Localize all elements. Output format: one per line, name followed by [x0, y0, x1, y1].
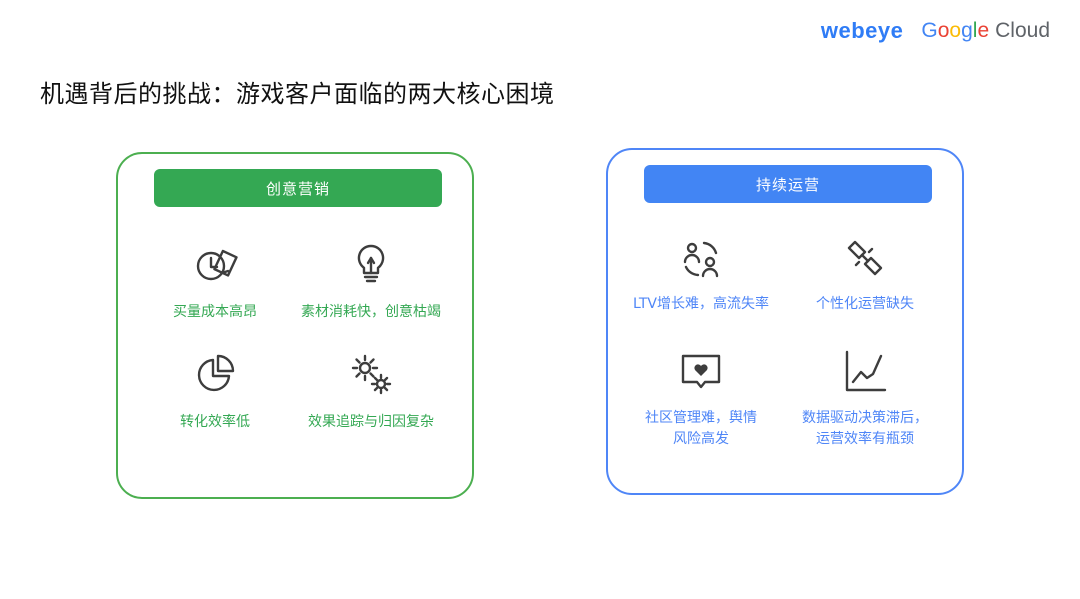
- logo-bar: webeye Google Cloud: [821, 18, 1050, 44]
- item-creative-exhaustion: 素材消耗快，创意枯竭: [291, 240, 451, 322]
- continuous-operations-panel: 持续运营 LTV增长难，高流失率 个性化运营缺失: [606, 148, 964, 495]
- clock-money-icon: [191, 240, 239, 288]
- item-label-line2: 运营效率有瓶颈: [816, 431, 914, 447]
- creative-marketing-header: 创意营销: [154, 169, 442, 207]
- google-logo-text: Google: [921, 19, 990, 42]
- item-label: 买量成本高昂: [173, 304, 257, 320]
- broken-link-icon: [841, 234, 889, 282]
- item-label: 数据驱动决策滞后， 运营效率有瓶颈: [785, 408, 945, 450]
- line-chart-icon: [841, 348, 889, 396]
- google-cloud-logo: Google Cloud: [921, 19, 1050, 43]
- item-ltv-growth: LTV增长难，高流失率: [621, 234, 781, 314]
- item-low-conversion: 转化效率低: [135, 350, 295, 432]
- item-personalization-missing: 个性化运营缺失: [785, 234, 945, 314]
- users-cycle-icon: [677, 234, 725, 282]
- item-label-line1: 数据驱动决策滞后，: [802, 410, 928, 426]
- chat-heart-icon: [677, 348, 725, 396]
- item-label-line1: 社区管理难，舆情: [645, 410, 757, 426]
- item-data-driven-lag: 数据驱动决策滞后， 运营效率有瓶颈: [785, 348, 945, 450]
- item-label: 个性化运营缺失: [816, 296, 914, 312]
- gears-icon: [347, 350, 395, 398]
- cloud-logo-text: Cloud: [995, 19, 1050, 42]
- item-label: 社区管理难，舆情 风险高发: [621, 408, 781, 450]
- creative-marketing-panel: 创意营销 买量成本高昂 素材消耗快，创意枯竭: [116, 152, 474, 499]
- item-label: LTV增长难，高流失率: [632, 296, 769, 312]
- pie-chart-icon: [191, 350, 239, 398]
- continuous-operations-header: 持续运营: [644, 165, 932, 203]
- item-label: 转化效率低: [180, 414, 250, 430]
- item-label: 素材消耗快，创意枯竭: [301, 304, 441, 320]
- item-community-management: 社区管理难，舆情 风险高发: [621, 348, 781, 450]
- webeye-logo: webeye: [820, 18, 904, 43]
- lightbulb-icon: [347, 240, 395, 288]
- item-attribution-complexity: 效果追踪与归因复杂: [291, 350, 451, 432]
- item-high-acquisition-cost: 买量成本高昂: [135, 240, 295, 322]
- item-label: 效果追踪与归因复杂: [308, 414, 434, 430]
- page-title: 机遇背后的挑战：游戏客户面临的两大核心困境: [40, 80, 555, 108]
- item-label-line2: 风险高发: [673, 431, 729, 447]
